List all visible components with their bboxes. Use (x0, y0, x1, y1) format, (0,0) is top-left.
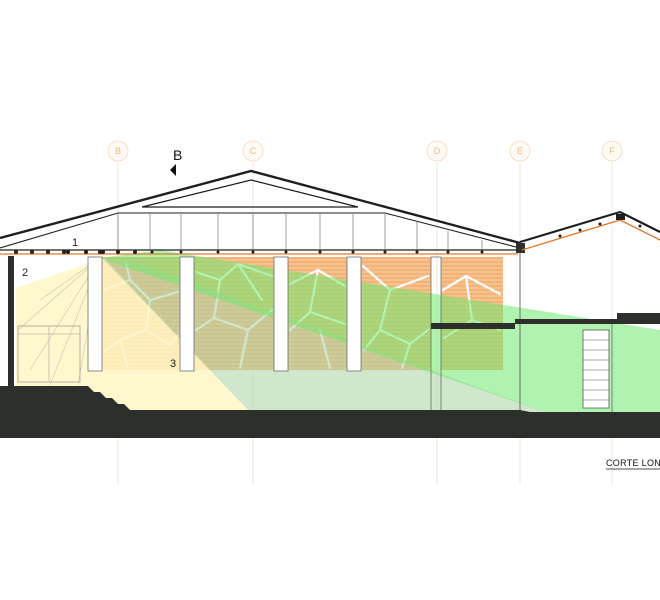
grid-bubbles: B C D E F (107, 140, 623, 162)
zone-label-2: 2 (22, 267, 28, 279)
section-cut-marker: B (170, 147, 182, 176)
grid-bubble-b (107, 140, 129, 162)
ground-section (0, 386, 660, 438)
grid-bubble-f (601, 140, 623, 162)
grid-label-f: F (609, 146, 615, 156)
left-wall (8, 256, 81, 386)
section-caption-text: CORTE LON (606, 458, 660, 468)
zone-label-3: 3 (170, 358, 176, 370)
grid-label-e: E (517, 146, 523, 156)
grid-bubble-e (509, 140, 531, 162)
grid-label-d: D (434, 146, 441, 156)
zone-label-1: 1 (72, 237, 78, 249)
roof-light-fixtures (14, 250, 484, 254)
section-caption: CORTE LON (606, 458, 660, 470)
right-wing (431, 243, 660, 412)
grid-label-b: B (115, 146, 121, 156)
light-beam-teal (104, 260, 545, 412)
grid-bubble-d (426, 140, 448, 162)
section-cut-arrow-icon (170, 164, 176, 176)
structural-columns (87, 256, 442, 412)
roof-truss-verticals (117, 214, 483, 250)
section-cut-label: B (173, 147, 182, 163)
light-beam-yellow (16, 258, 250, 412)
main-roof (0, 169, 521, 255)
grid-bubble-c (242, 140, 264, 162)
grid-label-c: C (250, 146, 257, 156)
secondary-roof (519, 210, 660, 251)
